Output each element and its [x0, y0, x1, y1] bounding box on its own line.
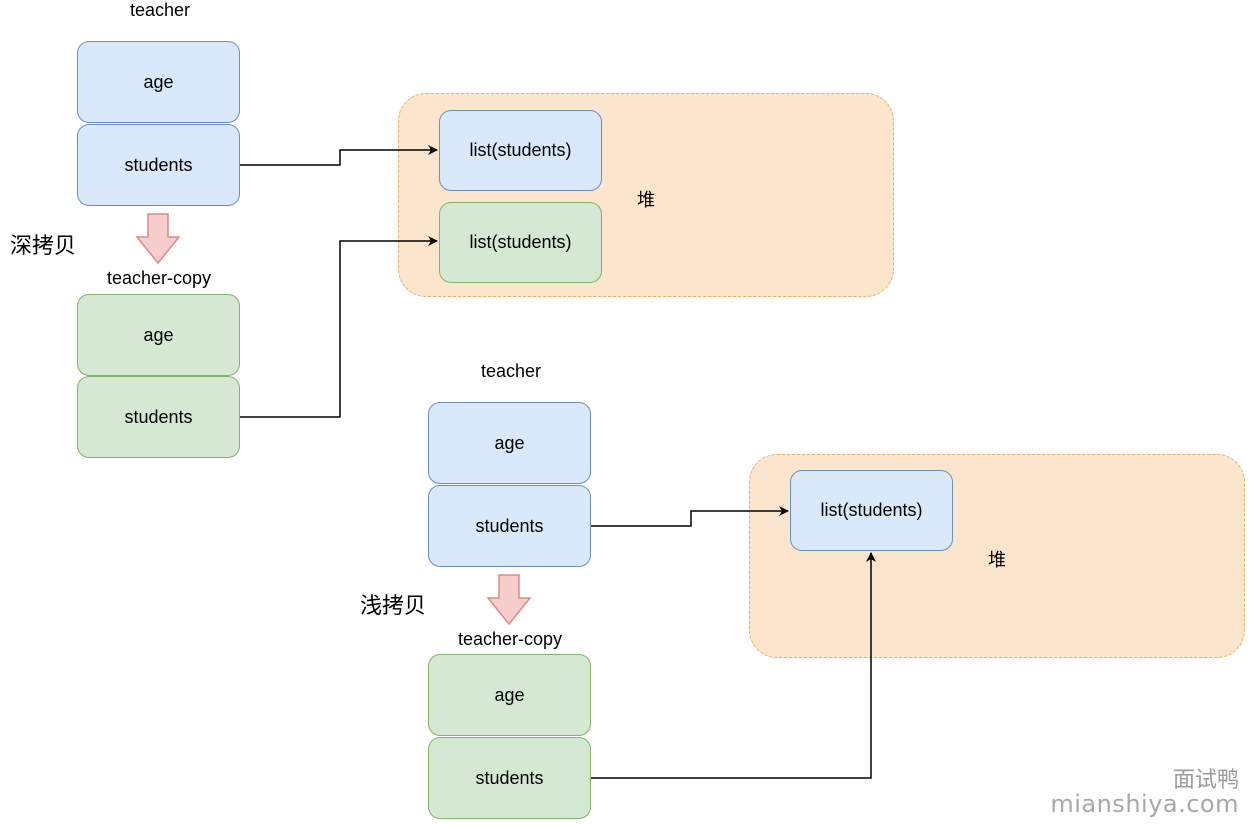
deep-teacher-age-box: age	[77, 41, 240, 123]
shallow-copy-label: 浅拷贝	[360, 593, 427, 618]
shallow-copy-students-box: students	[428, 737, 591, 819]
deep-teacher-title: teacher	[130, 0, 191, 20]
deep-heap-label: 堆	[637, 190, 655, 210]
deep-copy-students-box: students	[77, 376, 240, 458]
shallow-teacher-age-box: age	[428, 402, 591, 484]
shallow-copy-down-arrow-icon	[487, 574, 531, 626]
deep-heap-list-2: list(students)	[439, 202, 602, 283]
deep-heap-list-1: list(students)	[439, 110, 602, 191]
shallow-teacher-to-list-connector	[591, 506, 789, 527]
deep-copy-age-box: age	[77, 294, 240, 376]
deep-teacher-students-box: students	[77, 124, 240, 206]
shallow-copy-title: teacher-copy	[458, 629, 563, 649]
deep-copy-title: teacher-copy	[107, 268, 212, 288]
deep-copy-down-arrow-icon	[136, 213, 180, 265]
shallow-copy-to-list-connector	[591, 552, 876, 779]
deep-copy-label: 深拷贝	[10, 233, 77, 258]
shallow-teacher-title: teacher	[481, 361, 542, 381]
shallow-copy-age-box: age	[428, 654, 591, 736]
shallow-heap-label: 堆	[988, 550, 1006, 570]
deep-teacher-to-list1-connector	[240, 145, 438, 166]
shallow-teacher-students-box: students	[428, 485, 591, 567]
watermark-url: mianshiya.com	[1050, 790, 1239, 818]
watermark-brand: 面试鸭	[1172, 768, 1239, 793]
deep-copy-to-list2-connector	[240, 236, 438, 418]
shallow-heap-list: list(students)	[790, 470, 953, 551]
